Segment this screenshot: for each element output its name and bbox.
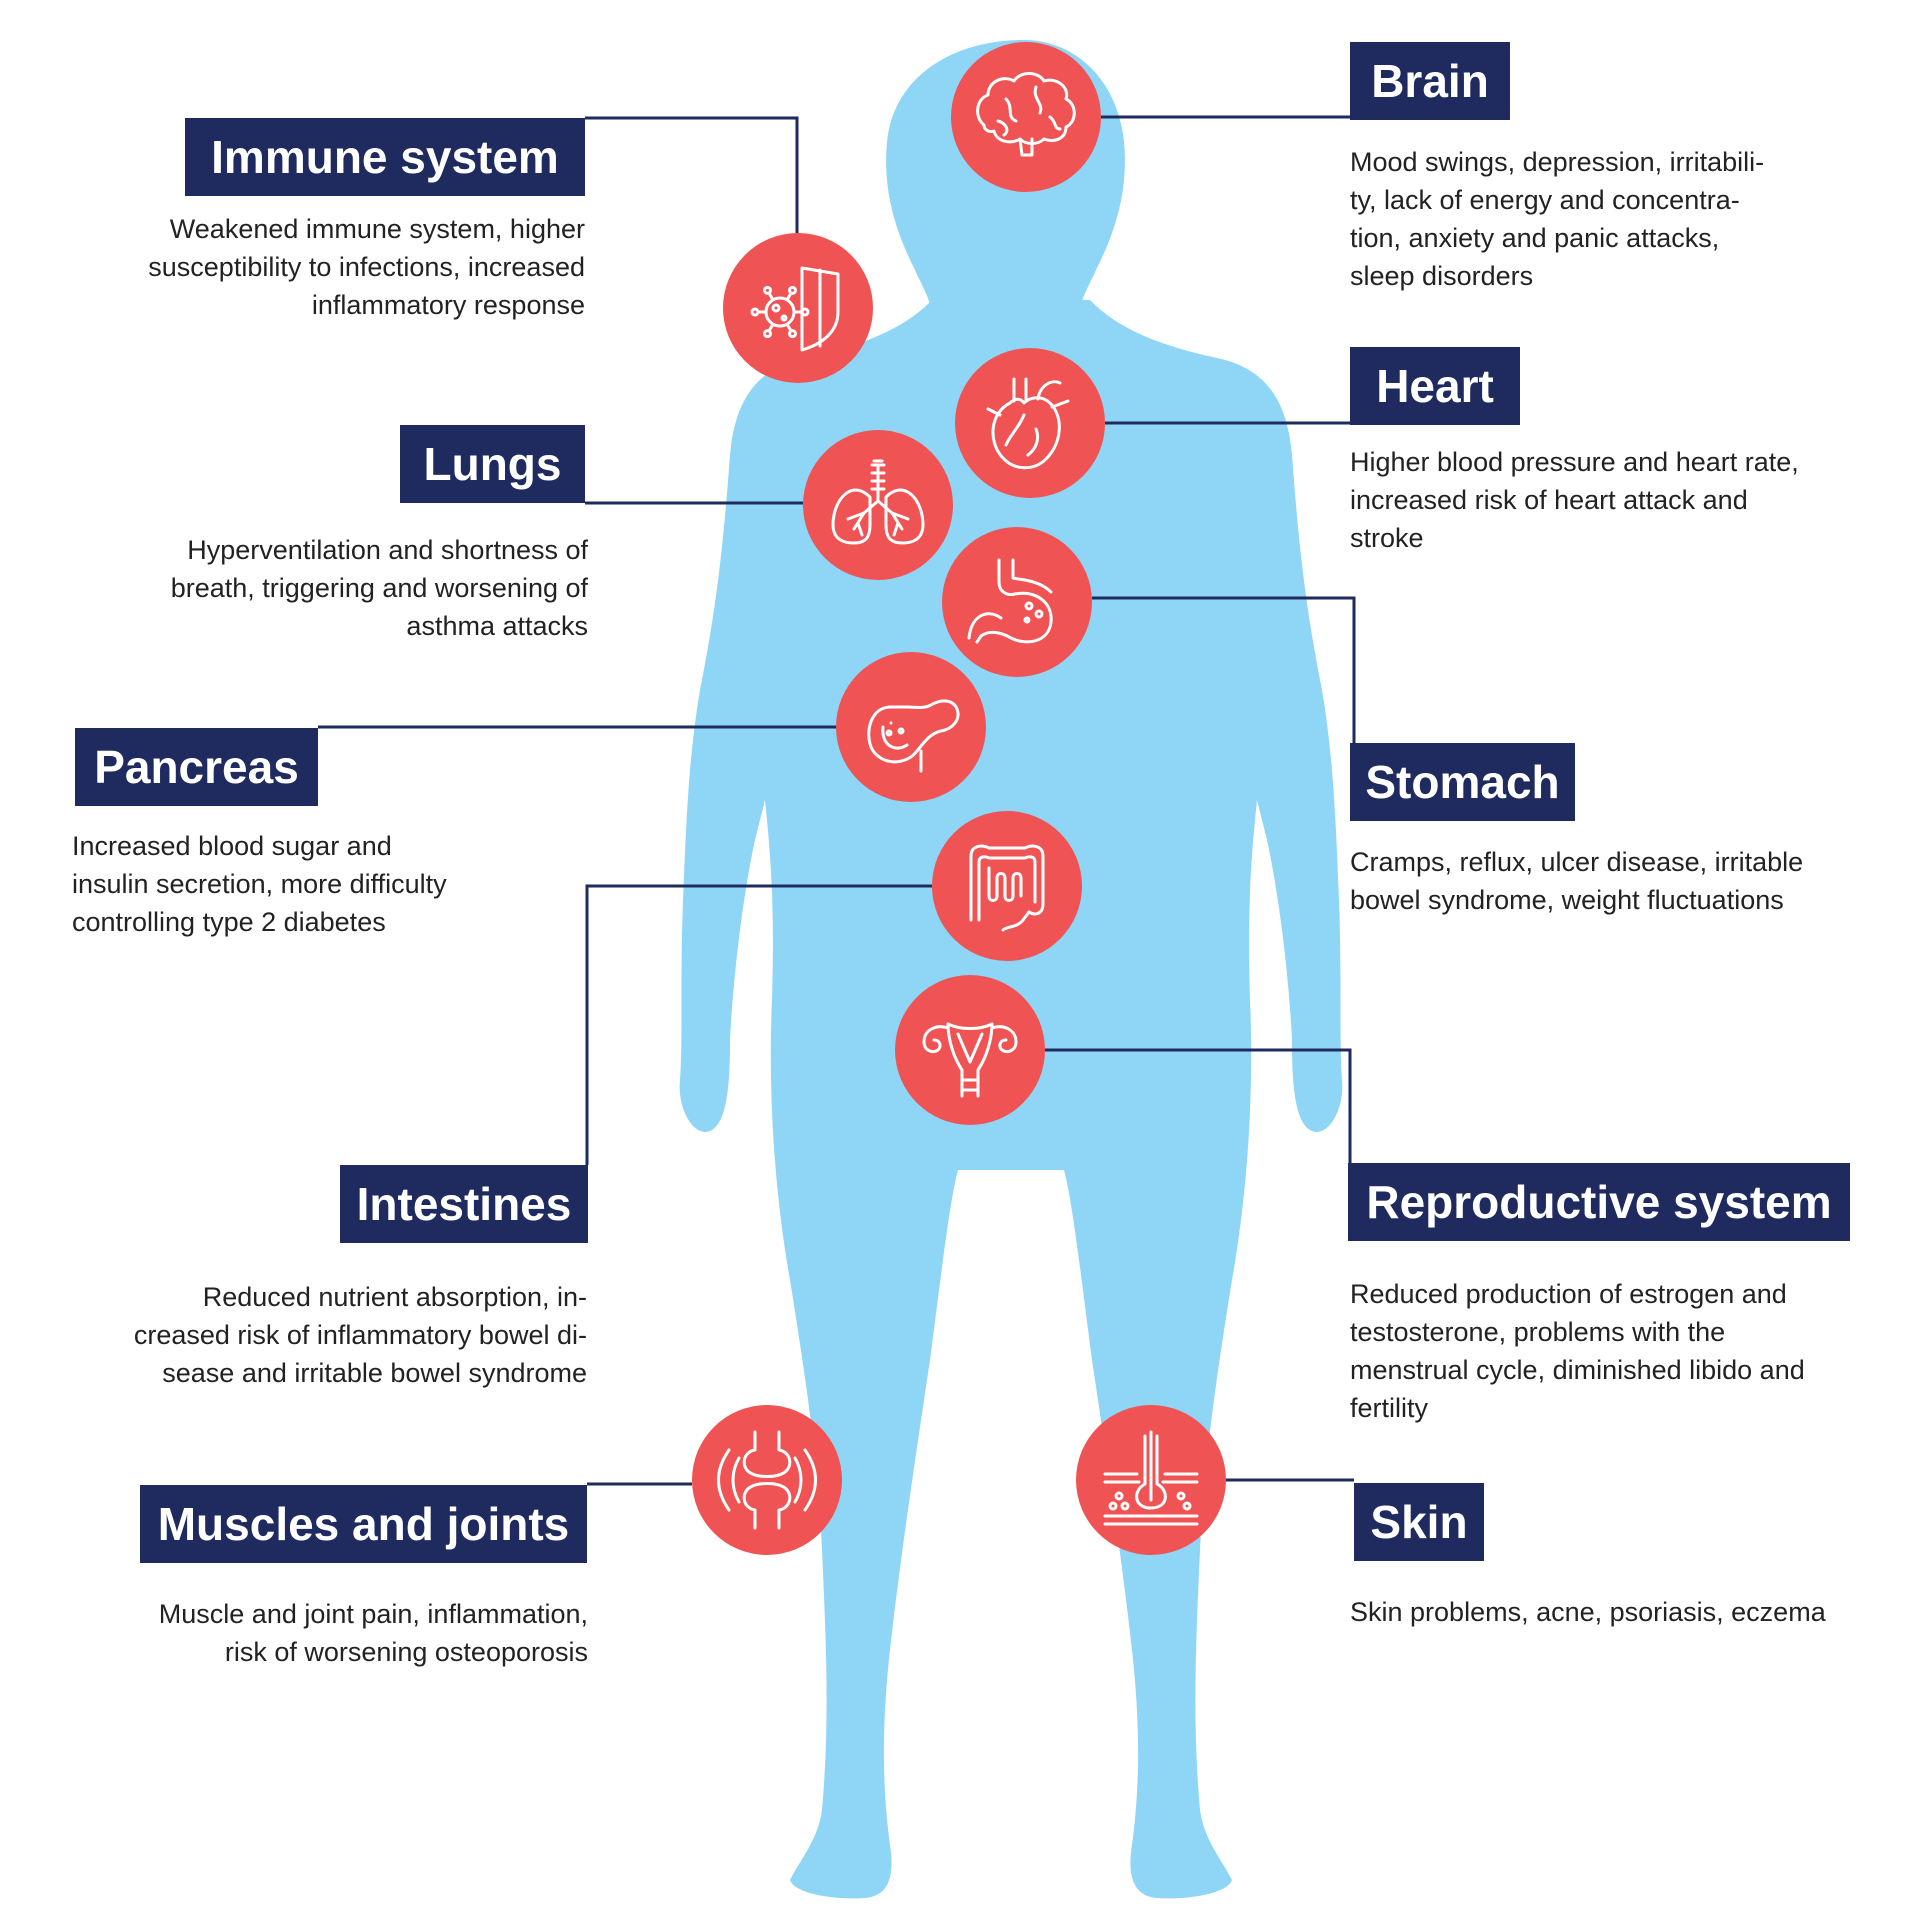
heart-title: Heart	[1350, 347, 1520, 425]
stomach-description: Cramps, reflux, ulcer disease, irritable…	[1350, 843, 1850, 919]
lungs-icon-circle	[803, 430, 953, 580]
pancreas-description: Increased blood sugar and insulin secreti…	[72, 827, 552, 941]
intestines-description-line: Reduced nutrient absorption, in-	[202, 1282, 587, 1312]
stomach-connector-line	[1092, 596, 1356, 743]
reproductive-description: Reduced production of estrogen and testos…	[1350, 1275, 1850, 1427]
immune-title: Immune system	[185, 118, 585, 196]
reproductive-icon-circle	[895, 975, 1045, 1125]
brain-description-line: sleep disorders	[1350, 261, 1534, 291]
intestines-icon	[969, 844, 1045, 932]
heart-description: Higher blood pressure and heart rate, inc…	[1350, 443, 1850, 557]
heart-icon-circle	[955, 348, 1105, 498]
brain-icon-circle	[951, 42, 1101, 192]
stomach-description-line: Cramps, reflux, ulcer disease, irritable	[1350, 847, 1804, 877]
reproductive-connector-line	[1045, 1048, 1352, 1163]
skin-hair-follicle-icon	[1103, 1430, 1199, 1526]
muscles-icon-circle	[692, 1405, 842, 1555]
heart-icon-badge	[955, 348, 1105, 498]
heart-icon	[986, 377, 1070, 470]
stomach-title: Stomach	[1350, 743, 1575, 821]
pancreas-description-line: insulin secretion, more difficulty	[72, 869, 447, 899]
stomach-icon-badge	[942, 527, 1092, 677]
pancreas-icon-badge	[836, 652, 986, 802]
intestines-icon-badge	[932, 811, 1082, 961]
intestines-description-line: creased risk of inflammatory bowel di-	[133, 1320, 587, 1350]
stomach-icon	[967, 558, 1053, 644]
pancreas-icon	[867, 699, 960, 773]
reproductive-description-line: Reduced production of estrogen and	[1350, 1279, 1787, 1309]
brain-icon-badge	[951, 42, 1101, 192]
muscles-icon-badge	[692, 1405, 842, 1555]
heart-description-line: Higher blood pressure and heart rate,	[1350, 447, 1799, 477]
skin-icon-badge	[1076, 1405, 1226, 1555]
skin-description-line: Skin problems, acne, psoriasis, eczema	[1350, 1597, 1826, 1627]
lungs-icon	[831, 459, 925, 545]
intestines-title: Intestines	[340, 1165, 588, 1243]
brain-icon	[976, 72, 1076, 157]
stomach-description-line: bowel syndrome, weight fluctuations	[1350, 885, 1784, 915]
intestines-connector-line	[585, 884, 932, 1165]
reproductive-description-line: testosterone, problems with the	[1350, 1317, 1726, 1347]
immune-icon-circle	[723, 233, 873, 383]
lungs-title: Lungs	[400, 425, 585, 503]
muscles-description-line: Muscle and joint pain, inflammation,	[158, 1599, 588, 1629]
immune-icon-badge	[723, 233, 873, 383]
lungs-description-line: Hyperventilation and shortness of	[187, 535, 588, 565]
lungs-icon-badge	[803, 430, 953, 580]
reproductive-description-line: menstrual cycle, diminished libido and	[1350, 1355, 1805, 1385]
pancreas-title: Pancreas	[75, 728, 318, 806]
lungs-description-line: breath, triggering and worsening of	[170, 573, 588, 603]
pancreas-description-line: controlling type 2 diabetes	[72, 907, 386, 937]
reproductive-description-line: fertility	[1350, 1393, 1429, 1423]
heart-description-line: increased risk of heart attack and	[1350, 485, 1748, 515]
reproductive-title: Reproductive system	[1348, 1163, 1850, 1241]
brain-description: Mood swings, depression, irritabili-ty, …	[1350, 143, 1820, 295]
muscles-description-line: risk of worsening osteoporosis	[224, 1637, 588, 1667]
reproductive-icon-badge	[895, 975, 1045, 1125]
heart-description-line: stroke	[1350, 523, 1424, 553]
intestines-icon-circle	[932, 811, 1082, 961]
immune-description: Weakened immune system, higher susceptibi…	[110, 210, 585, 324]
muscles-title: Muscles and joints	[140, 1485, 587, 1563]
brain-description-line: Mood swings, depression, irritabili-	[1350, 147, 1765, 177]
lungs-description: Hyperventilation and shortness of breath,…	[110, 531, 588, 645]
immune-description-line: Weakened immune system, higher	[169, 214, 585, 244]
intestines-description-line: sease and irritable bowel syndrome	[162, 1358, 587, 1388]
immune-description-line: susceptibility to infections, increased	[148, 252, 585, 282]
muscles-description: Muscle and joint pain, inflammation, risk…	[110, 1595, 588, 1671]
skin-description: Skin problems, acne, psoriasis, eczema	[1350, 1593, 1850, 1631]
pancreas-icon-circle	[836, 652, 986, 802]
intestines-description: Reduced nutrient absorption, in-creased …	[95, 1278, 587, 1392]
brain-description-line: tion, anxiety and panic attacks,	[1350, 223, 1720, 253]
lungs-description-line: asthma attacks	[406, 611, 588, 641]
stomach-icon-circle	[942, 527, 1092, 677]
brain-description-line: ty, lack of energy and concentra-	[1350, 185, 1740, 215]
uterus-icon	[922, 1022, 1018, 1098]
joint-icon	[717, 1430, 817, 1530]
connector-lines	[318, 115, 1356, 1486]
skin-title: Skin	[1354, 1483, 1484, 1561]
brain-title: Brain	[1350, 42, 1510, 120]
pancreas-description-line: Increased blood sugar and	[72, 831, 392, 861]
immune-description-line: inflammatory response	[311, 290, 585, 320]
immune-connector-line	[585, 116, 799, 233]
virus-shield-icon	[750, 266, 840, 352]
